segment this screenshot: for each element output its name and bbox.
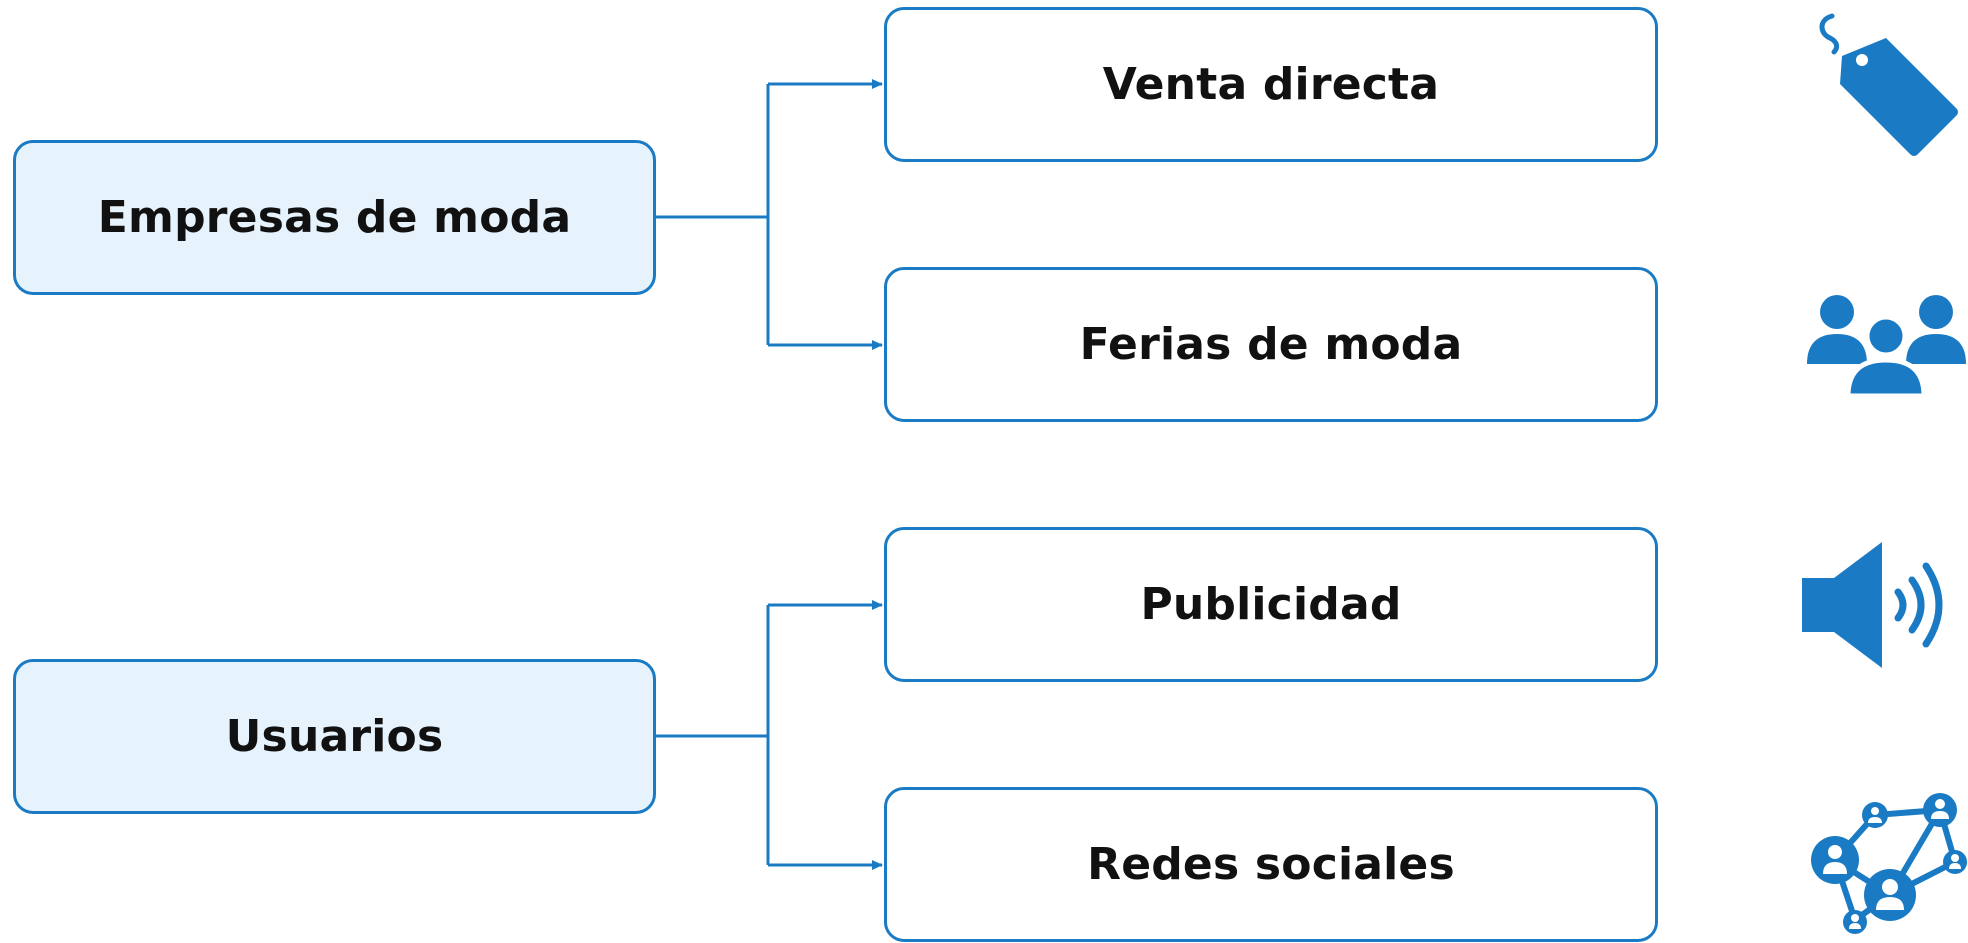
group-label: Usuarios <box>225 711 444 762</box>
child-box-publicidad: Publicidad <box>884 527 1658 682</box>
group-box-usuarios: Usuarios <box>13 659 656 814</box>
connector-empresas <box>655 79 883 350</box>
speaker-volume-icon <box>1802 542 1943 668</box>
child-label: Publicidad <box>1140 579 1402 630</box>
people-group-icon <box>1807 295 1966 399</box>
child-box-redes-sociales: Redes sociales <box>884 787 1658 942</box>
child-box-venta-directa: Venta directa <box>884 7 1658 162</box>
connector-usuarios <box>655 600 883 870</box>
child-label: Redes sociales <box>1087 839 1455 890</box>
child-box-ferias-de-moda: Ferias de moda <box>884 267 1658 422</box>
price-tag-icon <box>1819 13 1958 156</box>
child-label: Venta directa <box>1102 59 1440 110</box>
group-label: Empresas de moda <box>97 192 572 243</box>
social-network-icon <box>1811 793 1967 934</box>
child-label: Ferias de moda <box>1079 319 1463 370</box>
group-box-empresas-de-moda: Empresas de moda <box>13 140 656 295</box>
